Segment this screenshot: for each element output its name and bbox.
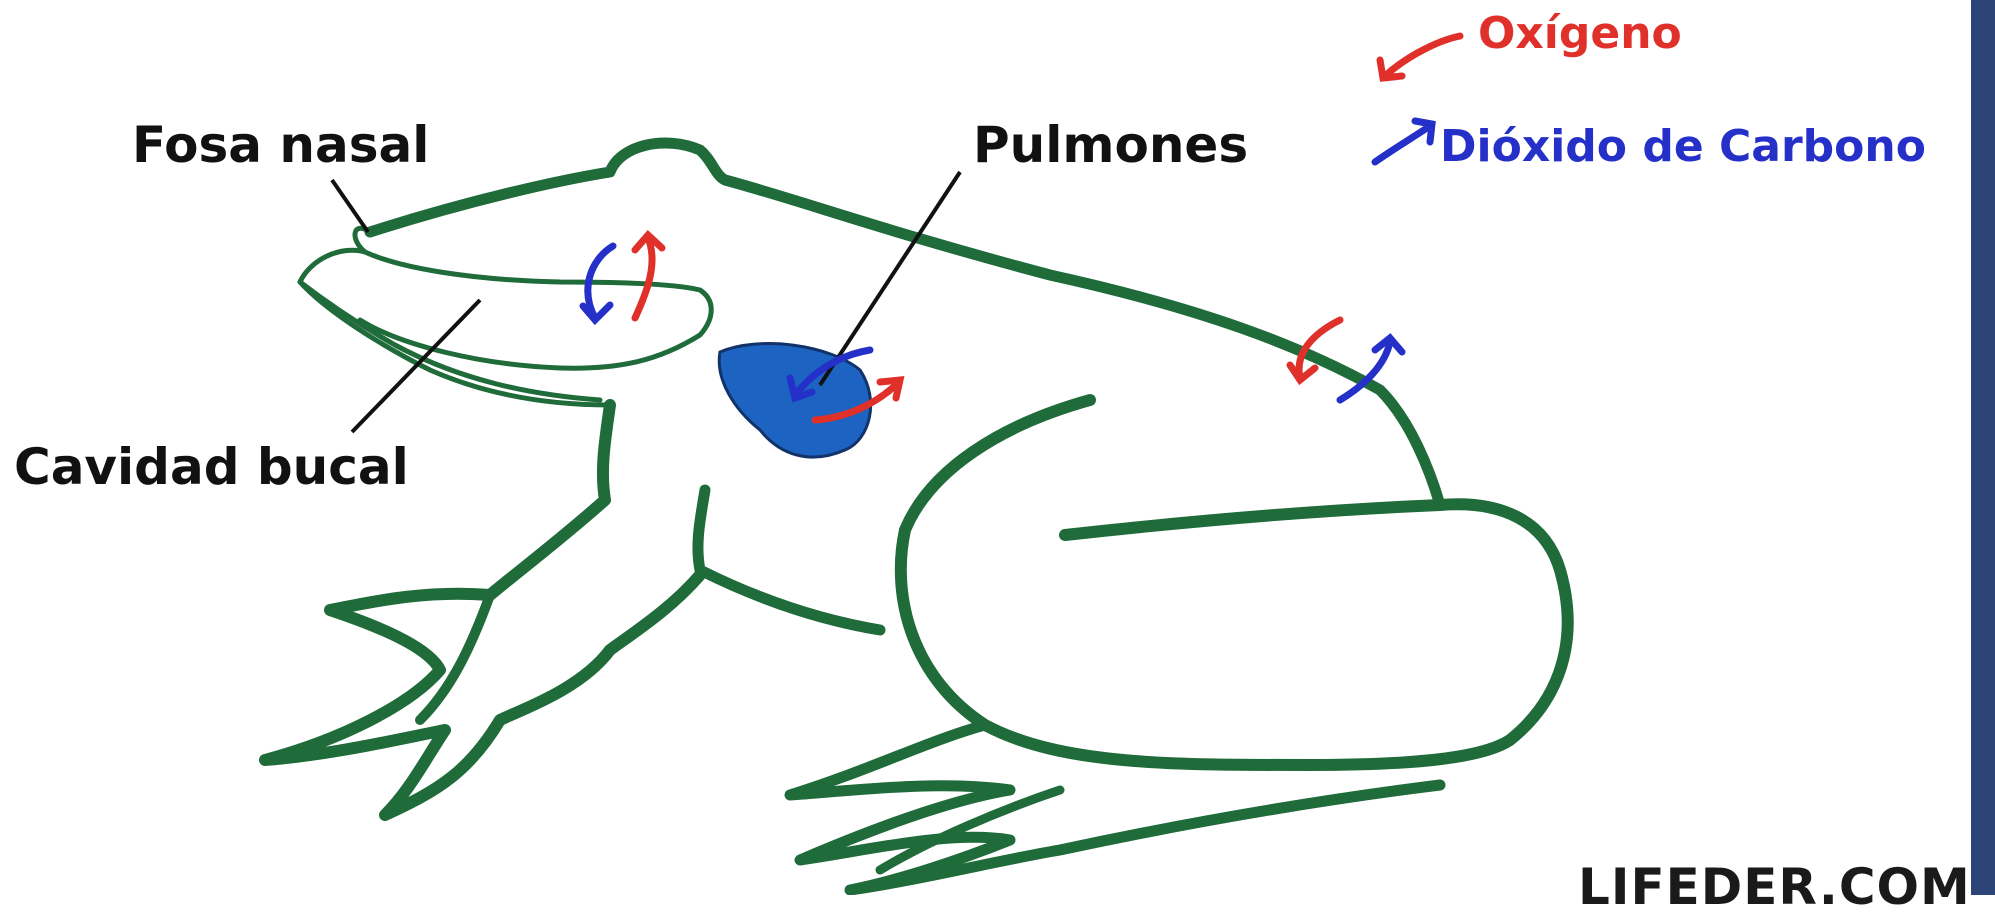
frog-body-outline [370,143,1440,505]
front-leg-inner [698,490,880,630]
side-bar [1971,0,1995,895]
label-fosa-nasal: Fosa nasal [132,120,429,170]
frog-jaw-line [300,282,610,405]
legend-dioxido-de-carbono: Dióxido de Carbono [1440,125,1926,169]
label-cavidad-bucal: Cavidad bucal [14,442,409,492]
frog-snout [355,228,711,368]
legend-oxigeno: Oxígeno [1478,12,1682,56]
leader-fosa-nasal [332,180,368,232]
frog-respiration-diagram: Fosa nasal Pulmones Cavidad bucal Oxígen… [0,0,1995,895]
blue-curved-arrow-icon [1375,126,1430,162]
thigh-outline [901,400,1568,765]
red-curved-arrow-icon [1385,36,1460,76]
leader-cavidad-bucal [352,300,480,432]
watermark: LIFEDER.COM [1578,862,1971,912]
label-pulmones: Pulmones [973,120,1248,170]
leader-pulmones [820,172,960,385]
